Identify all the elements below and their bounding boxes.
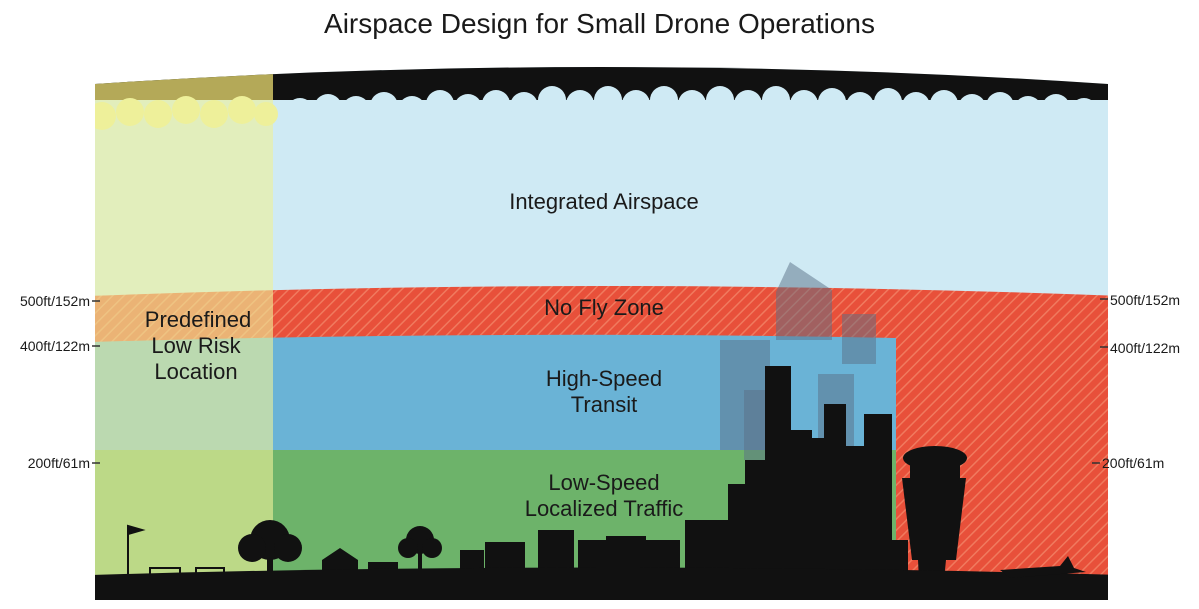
altitude-ticks bbox=[92, 298, 1108, 464]
trees bbox=[238, 520, 442, 576]
cloud-edge bbox=[286, 86, 1108, 128]
integrated-airspace-label: Integrated Airspace bbox=[509, 189, 699, 214]
city-skyline bbox=[95, 366, 1108, 600]
altitude-left-400: 400ft/122m bbox=[20, 338, 90, 354]
altitude-right-400: 400ft/122m bbox=[1110, 340, 1180, 356]
cloud-edge-predefined bbox=[95, 96, 278, 130]
predefined-location-column bbox=[95, 84, 273, 600]
diagram-title: Airspace Design for Small Drone Operatio… bbox=[324, 8, 875, 39]
playground bbox=[127, 524, 225, 577]
low-speed-label-line2: Localized Traffic bbox=[525, 496, 684, 521]
predefined-label-line2: Low Risk bbox=[151, 333, 241, 358]
predefined-label-line1: Predefined bbox=[145, 307, 251, 332]
low-speed-label-line1: Low-Speed bbox=[548, 470, 659, 495]
high-speed-transit-zone bbox=[95, 334, 896, 452]
high-speed-label-line2: Transit bbox=[571, 392, 637, 417]
top-border-predefined bbox=[95, 67, 273, 100]
high-speed-label-line1: High-Speed bbox=[546, 366, 662, 391]
altitude-right-500: 500ft/152m bbox=[1110, 292, 1180, 308]
no-fly-zone-label: No Fly Zone bbox=[544, 295, 664, 320]
altitude-left-200: 200ft/61m bbox=[28, 455, 90, 471]
altitude-right-200: 200ft/61m bbox=[1102, 455, 1164, 471]
predefined-label-line3: Location bbox=[154, 359, 237, 384]
altitude-left-500: 500ft/152m bbox=[20, 293, 90, 309]
